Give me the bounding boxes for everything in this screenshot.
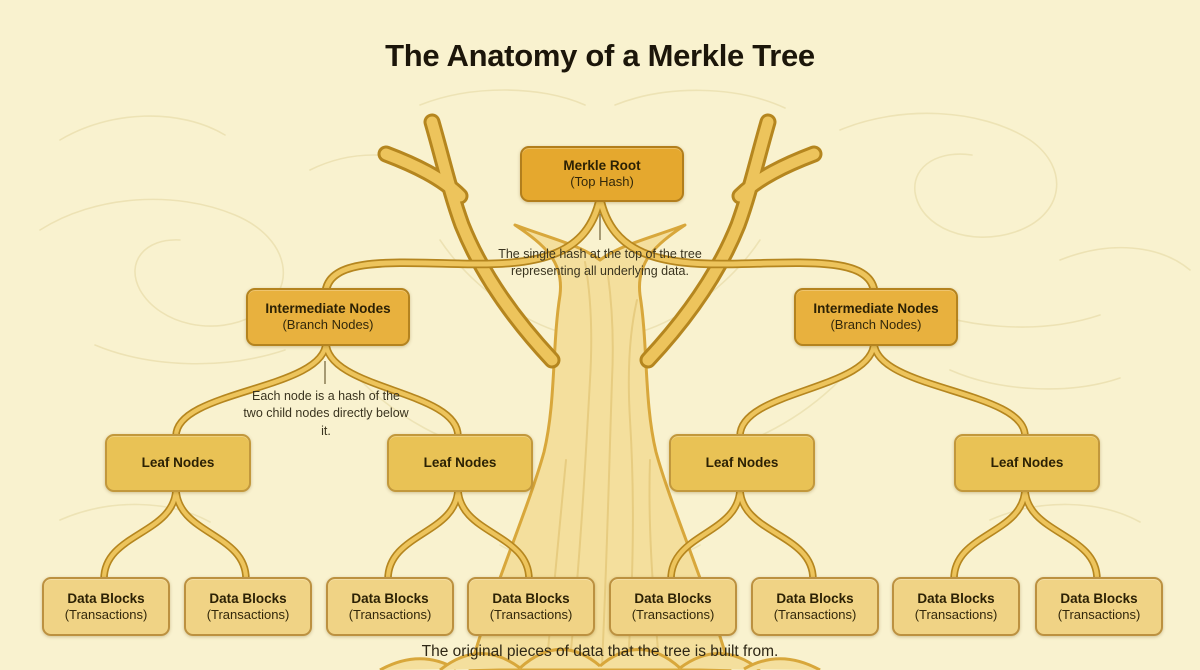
tree-roots-illustration bbox=[379, 648, 821, 670]
intermediate-node-left: Intermediate Nodes (Branch Nodes) bbox=[246, 288, 410, 346]
tree-connectors-core bbox=[101, 195, 1100, 582]
leaf-node-1: Leaf Nodes bbox=[105, 434, 251, 492]
intermediate-right-subtitle: (Branch Nodes) bbox=[830, 317, 922, 333]
root-annotation: The single hash at the top of the tree r… bbox=[498, 247, 702, 279]
intermediate-right-title: Intermediate Nodes bbox=[813, 301, 939, 317]
data-block-1: Data Blocks (Transactions) bbox=[42, 577, 170, 636]
data-block-3: Data Blocks (Transactions) bbox=[326, 577, 454, 636]
intermediate-node-right: Intermediate Nodes (Branch Nodes) bbox=[794, 288, 958, 346]
data-block-1-subtitle: (Transactions) bbox=[64, 606, 148, 622]
data-block-2-title: Data Blocks bbox=[209, 590, 287, 606]
page-title: The Anatomy of a Merkle Tree bbox=[385, 38, 815, 73]
background-grain-pattern bbox=[39, 89, 1191, 565]
data-block-5: Data Blocks (Transactions) bbox=[609, 577, 737, 636]
data-block-1-title: Data Blocks bbox=[67, 590, 145, 606]
leaf-node-2-title: Leaf Nodes bbox=[423, 455, 497, 471]
merkle-root-subtitle: (Top Hash) bbox=[570, 174, 634, 190]
leaf-node-4: Leaf Nodes bbox=[954, 434, 1100, 492]
data-block-6: Data Blocks (Transactions) bbox=[751, 577, 879, 636]
leaf-node-3-title: Leaf Nodes bbox=[705, 455, 779, 471]
data-block-6-title: Data Blocks bbox=[776, 590, 854, 606]
data-block-5-subtitle: (Transactions) bbox=[631, 606, 715, 622]
leaf-node-3: Leaf Nodes bbox=[669, 434, 815, 492]
leaf-node-2: Leaf Nodes bbox=[387, 434, 533, 492]
data-block-8: Data Blocks (Transactions) bbox=[1035, 577, 1163, 636]
merkle-root-node: Merkle Root (Top Hash) bbox=[520, 146, 684, 202]
intermediate-left-title: Intermediate Nodes bbox=[265, 301, 391, 317]
leaf-node-1-title: Leaf Nodes bbox=[141, 455, 215, 471]
data-block-5-title: Data Blocks bbox=[634, 590, 712, 606]
data-block-7: Data Blocks (Transactions) bbox=[892, 577, 1020, 636]
data-block-3-title: Data Blocks bbox=[351, 590, 429, 606]
tree-branches-illustration bbox=[377, 113, 823, 369]
data-block-4-subtitle: (Transactions) bbox=[489, 606, 573, 622]
data-blocks-caption: The original pieces of data that the tre… bbox=[421, 643, 779, 660]
data-block-8-subtitle: (Transactions) bbox=[1057, 606, 1141, 622]
merkle-root-title: Merkle Root bbox=[563, 158, 641, 174]
intermediate-left-subtitle: (Branch Nodes) bbox=[282, 317, 374, 333]
data-block-7-subtitle: (Transactions) bbox=[914, 606, 998, 622]
data-block-2-subtitle: (Transactions) bbox=[206, 606, 290, 622]
data-block-4-title: Data Blocks bbox=[492, 590, 570, 606]
data-block-6-subtitle: (Transactions) bbox=[773, 606, 857, 622]
data-block-3-subtitle: (Transactions) bbox=[348, 606, 432, 622]
data-block-7-title: Data Blocks bbox=[917, 590, 995, 606]
leaf-node-4-title: Leaf Nodes bbox=[990, 455, 1064, 471]
data-block-2: Data Blocks (Transactions) bbox=[184, 577, 312, 636]
intermediate-annotation: Each node is a hash of the two child nod… bbox=[243, 389, 409, 438]
data-block-8-title: Data Blocks bbox=[1060, 590, 1138, 606]
tree-trunk-illustration bbox=[468, 223, 732, 670]
data-block-4: Data Blocks (Transactions) bbox=[467, 577, 595, 636]
